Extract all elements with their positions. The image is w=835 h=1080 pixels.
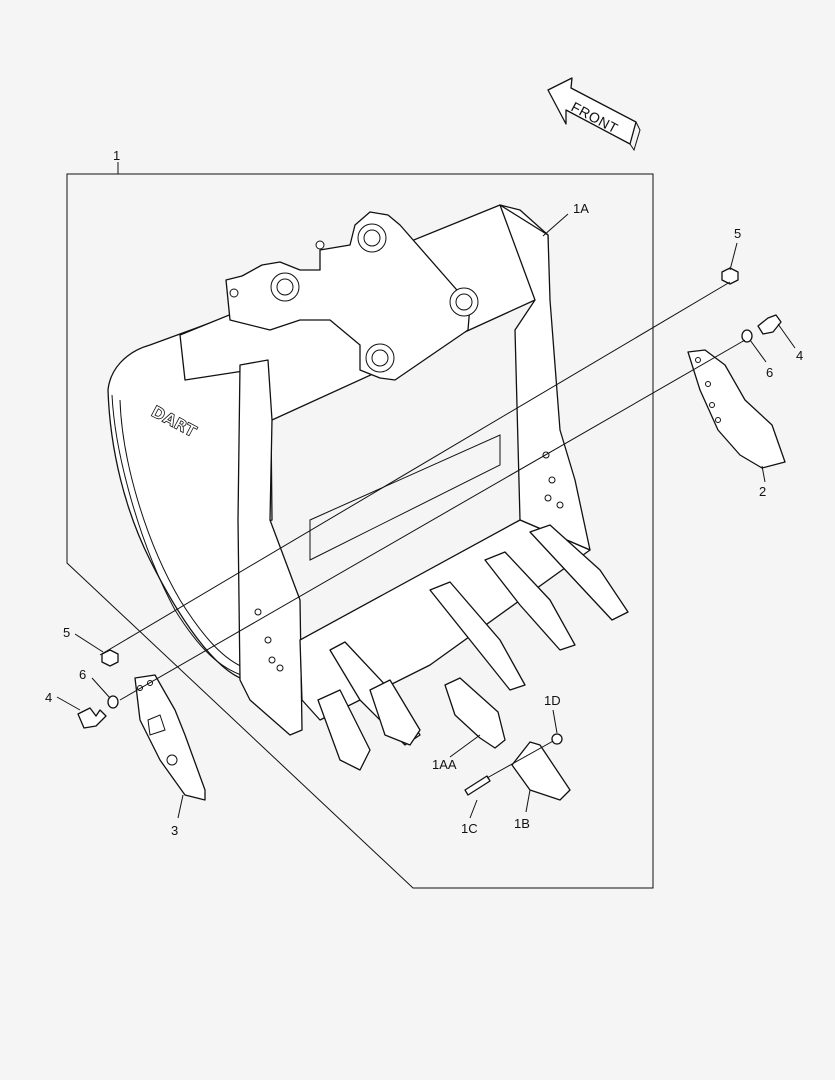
leader-1A <box>542 213 569 237</box>
leader-5-left <box>74 633 104 653</box>
leader-3 <box>177 794 184 819</box>
leader-1D <box>552 709 558 734</box>
leader-1B <box>525 789 531 813</box>
washer-6-left <box>107 695 119 709</box>
bolt-4-left <box>77 707 107 729</box>
callout-5-right: 5 <box>734 226 741 241</box>
callout-1D: 1D <box>544 693 561 708</box>
side-cutter-right <box>687 349 786 469</box>
callout-labels: 1 1A 1AA 1B 1C 1D 2 3 4 4 5 5 6 6 <box>45 148 803 838</box>
callout-1: 1 <box>113 148 120 163</box>
leader-1C <box>469 799 478 819</box>
retainer-1D <box>551 733 563 745</box>
assembly-frame <box>66 173 654 889</box>
washer-6-right <box>741 329 753 343</box>
callout-5-left: 5 <box>63 625 70 640</box>
callout-1A: 1A <box>573 201 589 216</box>
callout-3: 3 <box>171 823 178 838</box>
leader-1AA <box>449 734 481 758</box>
nut-5-right <box>721 267 739 285</box>
through-axis-5 <box>99 281 731 656</box>
leader-6-right <box>749 339 767 363</box>
callout-1AA: 1AA <box>432 757 457 772</box>
tooth-1B <box>511 741 571 801</box>
bolt-4-right <box>757 314 782 335</box>
callout-6-right: 6 <box>766 365 773 380</box>
callout-2: 2 <box>759 484 766 499</box>
leader-2 <box>761 465 766 483</box>
callout-1B: 1B <box>514 816 530 831</box>
side-cutter-left <box>134 674 206 801</box>
bucket-teeth <box>317 524 629 771</box>
tooth-adapter-1AA <box>444 677 506 749</box>
through-axis-6 <box>119 339 746 701</box>
leader-4-right <box>777 323 796 349</box>
callout-1C: 1C <box>461 821 478 836</box>
left-fasteners <box>56 633 119 729</box>
right-fasteners <box>99 242 796 701</box>
front-direction-arrow: FRONT <box>547 77 641 152</box>
leader-1C-axis <box>486 739 556 779</box>
callout-6-left: 6 <box>79 667 86 682</box>
leader-4-left <box>56 696 81 711</box>
callout-4-right: 4 <box>796 348 803 363</box>
callout-4-left: 4 <box>45 690 52 705</box>
nut-5-left <box>101 649 119 667</box>
leader-5-right <box>729 242 738 271</box>
pin-1C <box>464 775 491 796</box>
leader-6-left <box>91 677 111 699</box>
